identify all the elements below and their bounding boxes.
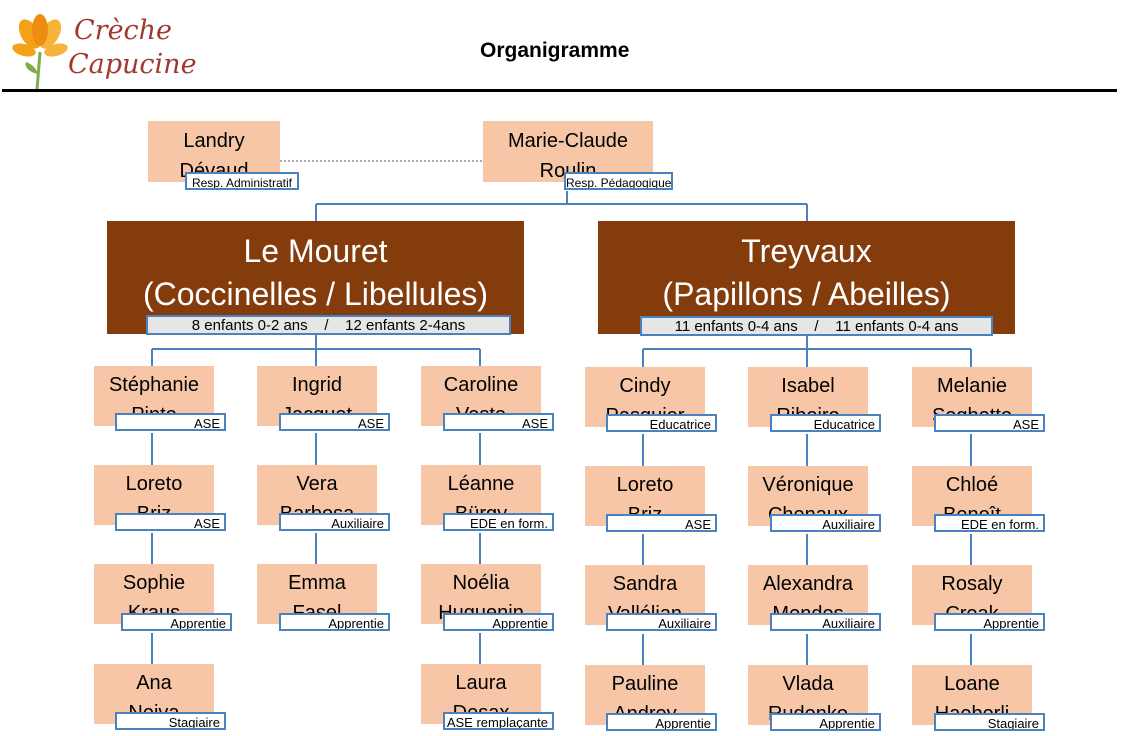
flower-logo-icon	[12, 14, 68, 91]
staff-first-name: Chloé	[945, 474, 999, 496]
role-tag: Auxiliaire	[770, 514, 881, 532]
staff-first-name: Caroline	[443, 374, 519, 396]
staff-first-name: Véronique	[762, 474, 854, 496]
role-tag: ASE	[606, 514, 717, 532]
page-title: Organigramme	[480, 39, 630, 62]
role-tag: Apprentie	[770, 713, 881, 731]
staff-first-name: Rosaly	[941, 573, 1003, 595]
role-tag: ASE	[279, 413, 390, 431]
role-tag: ASE	[443, 413, 554, 431]
role-tag: ASE	[115, 413, 226, 431]
role-tag: Apprentie	[934, 613, 1045, 631]
header-divider	[2, 89, 1117, 92]
staff-first-name: Pauline	[611, 673, 679, 695]
staff-first-name: Cindy	[619, 375, 671, 397]
role-tag: Educatrice	[606, 414, 717, 432]
logo-text-line1: Crèche	[74, 15, 173, 46]
node-first-name: Marie-Claude	[507, 129, 629, 152]
site-name: Treyvaux	[741, 232, 872, 269]
staff-first-name: Melanie	[936, 375, 1008, 397]
site-groups-title: (Papillons / Abeilles)	[662, 275, 951, 312]
staff-first-name: Loreto	[125, 473, 183, 495]
role-tag: EDE en form.	[443, 513, 554, 531]
staff-first-name: Stéphanie	[108, 374, 200, 396]
staff-first-name: Vera	[296, 473, 338, 495]
role-tag: Apprentie	[279, 613, 390, 631]
role-tag: Auxiliaire	[606, 613, 717, 631]
site-treyvaux: Treyvaux (Papillons / Abeilles)	[598, 221, 1015, 334]
site-children-counts: 8 enfants 0-2 ans / 12 enfants 2-4ans	[146, 315, 511, 335]
site-name: Le Mouret	[243, 232, 388, 269]
staff-first-name: Laura	[455, 672, 507, 694]
staff-first-name: Ingrid	[291, 374, 343, 396]
role-tag: Apprentie	[606, 713, 717, 731]
role-tag: Stagiaire	[115, 712, 226, 730]
role-tag: Apprentie	[443, 613, 554, 631]
staff-first-name: Vlada	[782, 673, 834, 695]
staff-first-name: Loreto	[616, 474, 674, 496]
role-tag: ASE	[115, 513, 226, 531]
staff-first-name: Léanne	[447, 473, 515, 495]
staff-first-name: Noélia	[452, 572, 510, 594]
staff-first-name: Sophie	[122, 572, 186, 594]
staff-first-name: Isabel	[781, 375, 835, 397]
role-tag: Auxiliaire	[770, 613, 881, 631]
staff-first-name: Alexandra	[762, 573, 854, 595]
role-tag-admin: Resp. Administratif	[185, 172, 299, 190]
staff-node: EmmaFasel	[257, 564, 377, 624]
role-tag: Apprentie	[121, 613, 232, 631]
site-groups-title: (Coccinelles / Libellules)	[142, 275, 489, 312]
role-tag: ASE	[934, 414, 1045, 432]
site-children-counts: 11 enfants 0-4 ans / 11 enfants 0-4 ans	[640, 316, 993, 336]
staff-first-name: Emma	[288, 572, 346, 594]
role-tag: Auxiliaire	[279, 513, 390, 531]
role-tag: EDE en form.	[934, 514, 1045, 532]
role-tag: Educatrice	[770, 414, 881, 432]
creche-logo: Crèche Capucine	[8, 8, 197, 93]
role-tag: Stagiaire	[934, 713, 1045, 731]
role-tag: ASE remplaçante	[443, 712, 554, 730]
staff-first-name: Ana	[136, 672, 172, 694]
staff-first-name: Loane	[944, 673, 1000, 695]
staff-first-name: Sandra	[612, 573, 678, 595]
role-tag-pedago: Resp. Pédagogique	[564, 172, 673, 190]
node-first-name: Landry	[183, 129, 245, 152]
logo-text-line2: Capucine	[68, 49, 197, 80]
